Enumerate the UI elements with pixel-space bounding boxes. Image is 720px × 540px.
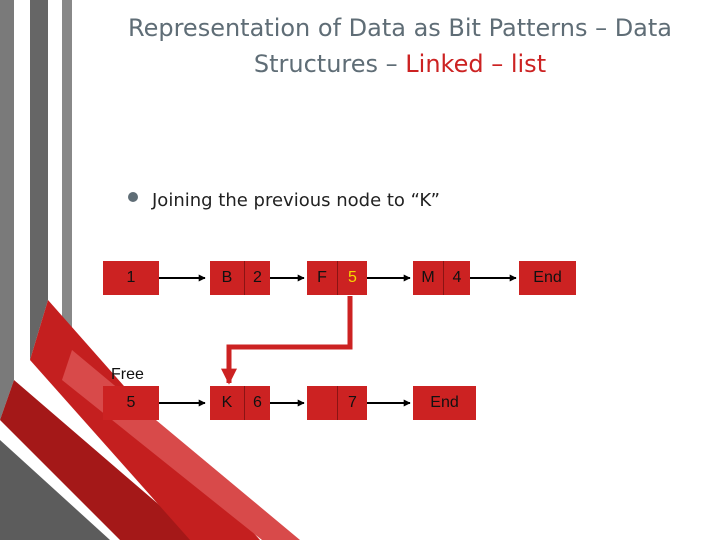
slide-title-line-2: Structures – Linked – list xyxy=(100,46,700,82)
highlight-arrow-f-to-k xyxy=(221,296,353,385)
list-head-node: 1 xyxy=(103,261,159,295)
node-b-data: B xyxy=(221,269,233,286)
node-m-next: 4 xyxy=(443,261,470,295)
bullet-point: Joining the previous node to “K” xyxy=(128,190,440,211)
bullet-text: Joining the previous node to “K” xyxy=(152,190,441,211)
node-b: B 2 xyxy=(210,261,270,295)
slide-title: Representation of Data as Bit Patterns –… xyxy=(100,10,700,82)
list-head-value: 1 xyxy=(126,269,136,286)
node-free-7-data xyxy=(307,386,337,420)
slide-title-line-2-text: Structures – xyxy=(253,50,406,78)
frame-stripe-gray-dark xyxy=(0,0,14,420)
bullet-dot-icon xyxy=(128,192,138,202)
free-list-label: Free xyxy=(111,366,144,383)
slide-title-line-1: Representation of Data as Bit Patterns –… xyxy=(127,14,673,42)
slide-title-accent: Linked – list xyxy=(405,50,547,78)
node-k: K 6 xyxy=(210,386,270,420)
node-f: F 5 xyxy=(307,261,367,295)
free-end-node: End xyxy=(413,386,476,420)
free-end-label: End xyxy=(430,394,459,411)
list-end-node: End xyxy=(519,261,576,295)
free-head-node: 5 xyxy=(103,386,159,420)
node-f-next: 5 xyxy=(337,261,367,295)
frame-stripe-gray xyxy=(30,0,48,360)
node-free-7: 7 xyxy=(307,386,367,420)
node-k-next: 6 xyxy=(244,386,270,420)
frame-stripe-gray-light xyxy=(62,0,72,380)
node-m-data: M xyxy=(421,269,435,286)
list-end-label: End xyxy=(533,269,562,286)
node-free-7-next: 7 xyxy=(337,386,367,420)
node-f-data: F xyxy=(317,269,327,286)
frame-stripe-red-dark xyxy=(0,380,200,540)
node-m: M 4 xyxy=(413,261,470,295)
frame-corner-gray xyxy=(0,440,110,540)
node-k-data: K xyxy=(221,394,233,411)
free-head-value: 5 xyxy=(126,394,136,411)
node-b-next: 2 xyxy=(244,261,270,295)
